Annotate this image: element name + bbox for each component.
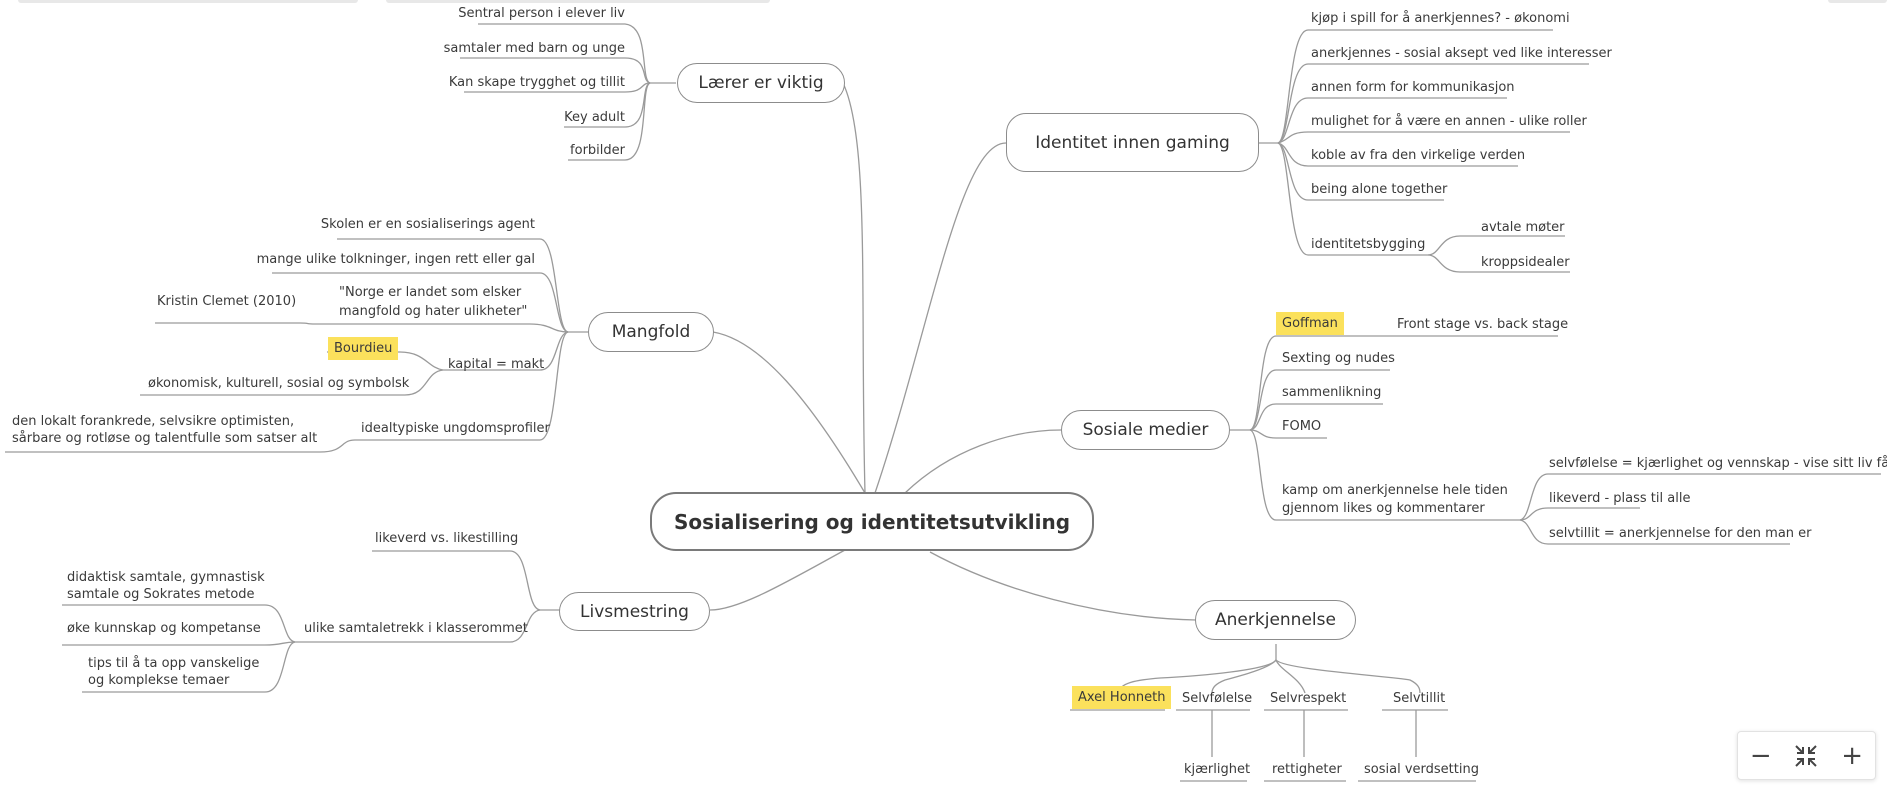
leaf-item[interactable]: koble av fra den virkelige verden (1311, 148, 1526, 163)
leaf-item[interactable]: den lokalt forankrede, selvsikre optimis… (12, 414, 295, 429)
plus-icon: + (1841, 740, 1864, 771)
leaf-item[interactable]: mange ulike tolkninger, ingen rett eller… (256, 252, 535, 267)
leaf-item[interactable]: kroppsidealer (1481, 255, 1570, 270)
leaf-item[interactable]: selvtillit = anerkjennelse for den man e… (1549, 526, 1812, 541)
topic-laerer-er-viktig[interactable]: Lærer er viktig (677, 63, 845, 103)
collapse-arrows-icon (1795, 744, 1818, 767)
leaf-item[interactable]: Selvtillit (1393, 691, 1446, 706)
leaf-item[interactable]: sammenlikning (1282, 385, 1382, 400)
highlight-bourdieu[interactable]: Bourdieu (328, 337, 399, 360)
quote-line[interactable]: mangfold og hater ulikheter" (339, 304, 528, 319)
topic-sosiale-medier[interactable]: Sosiale medier (1061, 410, 1230, 450)
leaf-item[interactable]: Sentral person i elever liv (458, 6, 625, 21)
leaf-item[interactable]: samtale og Sokrates metode (67, 587, 255, 602)
leaf-item[interactable]: rettigheter (1272, 762, 1342, 777)
leaf-item[interactable]: identitetsbygging (1311, 237, 1426, 252)
leaf-item[interactable]: ulike samtaletrekk i klasserommet (304, 621, 528, 636)
leaf-item[interactable]: Key adult (564, 110, 625, 125)
topic-anerkjennelse[interactable]: Anerkjennelse (1195, 600, 1356, 640)
leaf-item[interactable]: kamp om anerkjennelse hele tiden (1282, 483, 1508, 498)
offscreen-topic-stub (386, 0, 770, 3)
leaf-item[interactable]: Skolen er en sosialiserings agent (320, 217, 535, 232)
leaf-item[interactable]: og komplekse temaer (88, 673, 230, 688)
leaf-item[interactable]: tips til å ta opp vanskelige (88, 656, 260, 671)
leaf-item[interactable]: likeverd vs. likestilling (375, 531, 519, 546)
leaf-item[interactable]: being alone together (1311, 182, 1448, 197)
fit-to-screen-button[interactable] (1786, 736, 1826, 776)
leaf-item[interactable]: anerkjennes - sosial aksept ved like int… (1311, 46, 1612, 61)
leaf-item[interactable]: øke kunnskap og kompetanse (67, 621, 261, 636)
leaf-item[interactable]: Kan skape trygghet og tillit (448, 75, 625, 90)
leaf-item[interactable]: Sexting og nudes (1282, 351, 1395, 366)
central-topic[interactable]: Sosialisering og identitetsutvikling (650, 492, 1094, 551)
leaf-item[interactable]: idealtypiske ungdomsprofiler (361, 421, 550, 436)
leaf-item[interactable]: gjennom likes og kommentarer (1282, 501, 1485, 516)
leaf-item[interactable]: FOMO (1282, 419, 1322, 434)
leaf-item[interactable]: sosial verdsetting (1364, 762, 1479, 777)
leaf-item[interactable]: økonomisk, kulturell, sosial og symbolsk (148, 376, 410, 391)
highlight-goffman[interactable]: Goffman (1276, 312, 1344, 335)
leaf-item[interactable]: sårbare og rotløse og talentfulle som sa… (12, 431, 318, 446)
leaf-item[interactable]: forbilder (570, 143, 625, 158)
leaf-item[interactable]: didaktisk samtale, gymnastisk (67, 570, 265, 585)
leaf-item[interactable]: kapital = makt (448, 357, 545, 372)
minus-icon: − (1749, 740, 1772, 771)
zoom-control: − + (1737, 731, 1876, 780)
topic-identitet-innen-gaming[interactable]: Identitet innen gaming (1006, 113, 1259, 172)
leaf-item[interactable]: mulighet for å være en annen - ulike rol… (1311, 114, 1587, 129)
leaf-item[interactable]: kjærlighet (1184, 762, 1251, 777)
leaf-item[interactable]: likeverd - plass til alle (1549, 491, 1691, 506)
zoom-in-button[interactable]: + (1832, 736, 1872, 776)
highlight-axel-honneth[interactable]: Axel Honneth (1072, 686, 1172, 709)
leaf-item[interactable]: Selvrespekt (1270, 691, 1347, 706)
topic-mangfold[interactable]: Mangfold (588, 312, 714, 352)
offscreen-topic-stub (1828, 0, 1887, 3)
leaf-item[interactable]: selvfølelse = kjærlighet og vennskap - v… (1549, 456, 1887, 471)
leaf-item[interactable]: Front stage vs. back stage (1397, 317, 1569, 332)
leaf-item[interactable]: kjøp i spill for å anerkjennes? - økonom… (1311, 11, 1570, 26)
quote-source[interactable]: Kristin Clemet (2010) (157, 294, 297, 309)
topic-livsmestring[interactable]: Livsmestring (559, 592, 710, 631)
leaf-item[interactable]: avtale møter (1481, 220, 1565, 235)
leaf-item[interactable]: Selvfølelse (1182, 691, 1253, 706)
quote-line[interactable]: "Norge er landet som elsker (339, 285, 522, 300)
leaf-item[interactable]: annen form for kommunikasjon (1311, 80, 1515, 95)
zoom-out-button[interactable]: − (1741, 736, 1781, 776)
offscreen-topic-stub (18, 0, 358, 3)
leaf-item[interactable]: samtaler med barn og unge (443, 41, 625, 56)
